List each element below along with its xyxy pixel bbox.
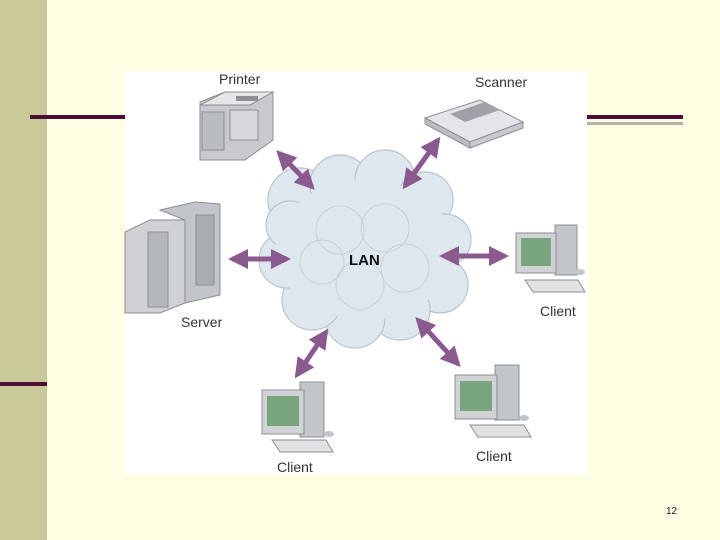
title-rule-right	[580, 115, 683, 119]
scanner-icon	[423, 99, 525, 149]
server-label: Server	[181, 314, 223, 330]
arrow-client-bottom-left	[294, 328, 329, 379]
page-number: 12	[666, 506, 678, 517]
client-right-computer-icon	[515, 224, 586, 293]
client-right-label: Client	[540, 303, 576, 319]
client-bottom-right-computer-icon	[454, 364, 532, 438]
scanner-label: Scanner	[475, 74, 527, 90]
title-rule-left	[30, 115, 130, 119]
left-accent-bar	[0, 0, 47, 540]
lan-cloud	[258, 149, 472, 349]
printer-icon	[199, 91, 275, 161]
client-bottom-right-label: Client	[476, 448, 512, 464]
lan-label: LAN	[349, 252, 380, 269]
arrow-client-bottom-right	[415, 317, 461, 367]
printer-label: Printer	[219, 71, 261, 87]
left-rule-bottom	[0, 382, 47, 386]
server-icon	[124, 201, 221, 314]
client-bottom-left-label: Client	[277, 459, 313, 475]
client-bottom-left-computer-icon	[261, 381, 334, 453]
arrow-printer	[276, 150, 315, 190]
title-rule-right-shadow	[580, 122, 683, 125]
arrow-scanner	[402, 136, 441, 190]
